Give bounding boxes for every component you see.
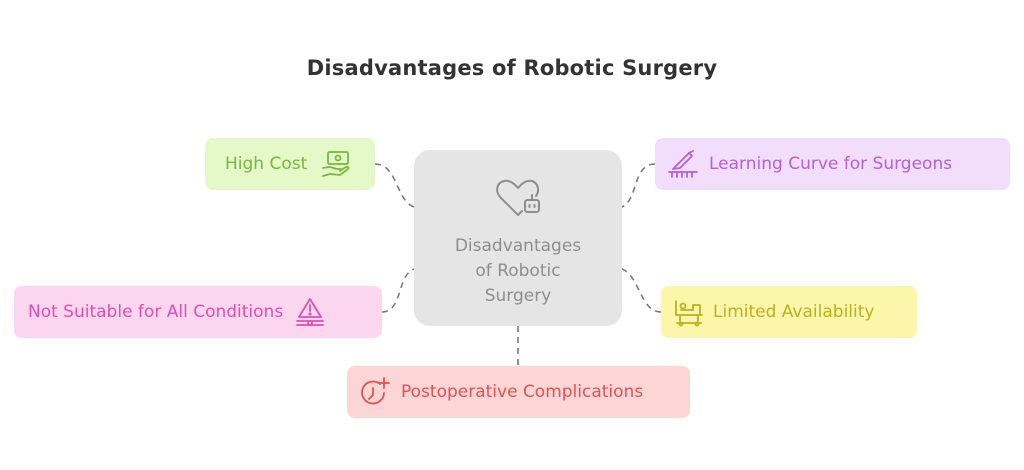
- central-topic-label: Disadvantages of Robotic Surgery: [454, 236, 582, 306]
- connector-limited-availability: [615, 267, 662, 313]
- connector-high-cost: [374, 163, 421, 209]
- node-learning-curve-label: Learning Curve for Surgeons: [709, 154, 953, 174]
- hospital-bed-icon: [675, 300, 703, 327]
- node-high-cost: High Cost: [205, 138, 375, 190]
- money-hand-icon: [322, 151, 350, 177]
- node-learning-curve: Learning Curve for Surgeons: [655, 138, 1010, 190]
- central-topic: Disadvantages of Robotic Surgery: [414, 150, 622, 326]
- warning-icon: [296, 298, 325, 326]
- node-high-cost-label: High Cost: [225, 154, 308, 174]
- node-limited-availability-label: Limited Availability: [713, 302, 875, 322]
- diagram-title: Disadvantages of Robotic Surgery: [306, 56, 718, 80]
- node-not-suitable: Not Suitable for All Conditions: [14, 286, 382, 338]
- node-limited-availability: Limited Availability: [661, 286, 917, 338]
- heart-robot-icon: [496, 179, 540, 216]
- clock-plus-icon: [361, 377, 390, 405]
- connector-not-suitable: [381, 267, 421, 313]
- connector-learning-curve: [615, 163, 656, 209]
- scalpel-icon: [668, 150, 698, 178]
- node-not-suitable-label: Not Suitable for All Conditions: [28, 302, 284, 322]
- node-postoperative-label: Postoperative Complications: [401, 382, 644, 402]
- node-postoperative: Postoperative Complications: [347, 366, 690, 418]
